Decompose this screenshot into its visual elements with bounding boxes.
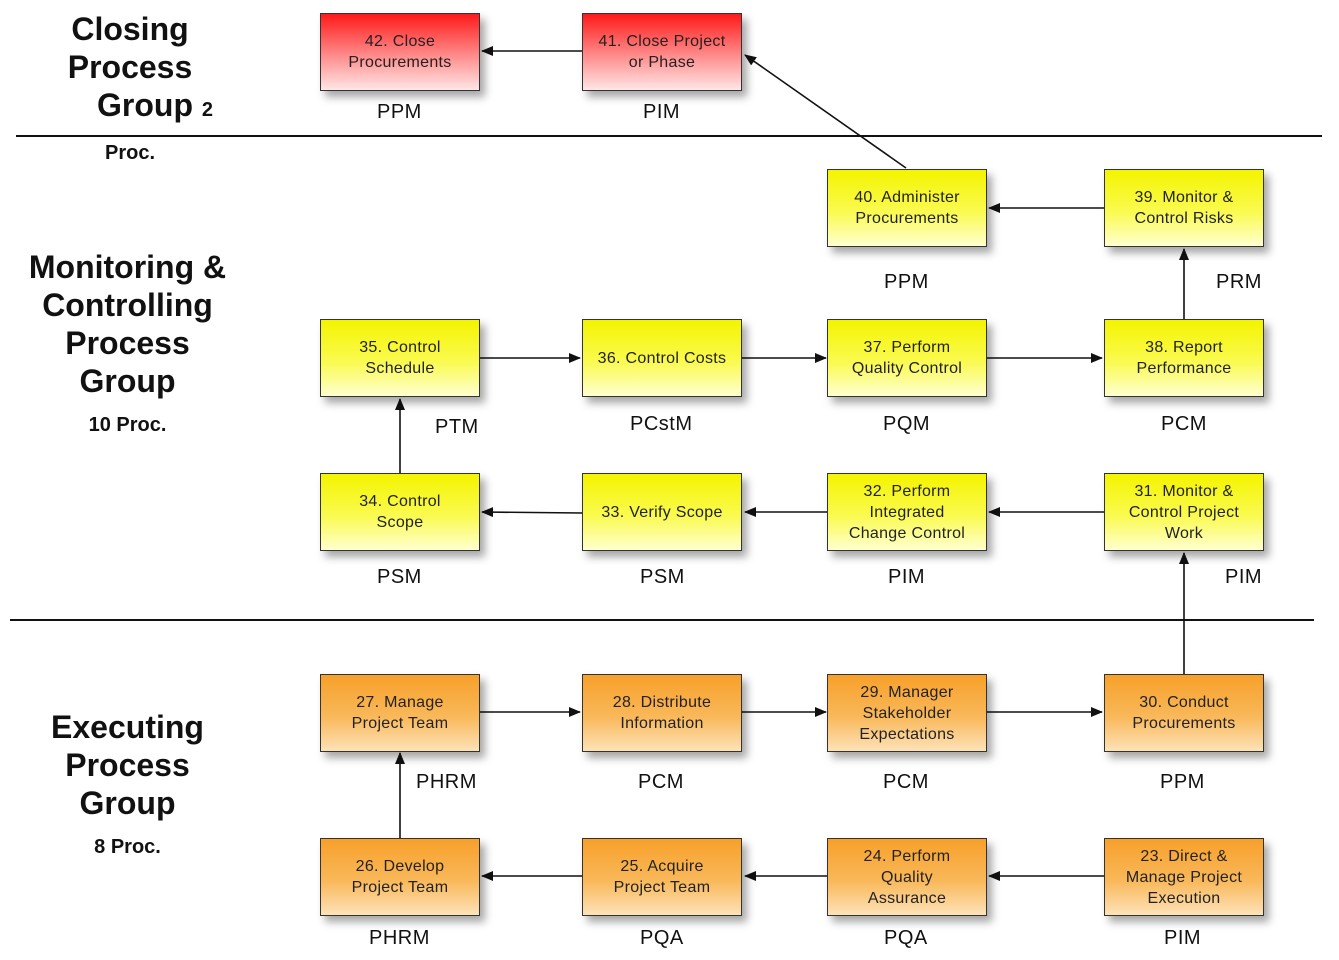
process-29-area: PCM: [883, 771, 929, 793]
process-39-box: 39. Monitor & Control Risks: [1104, 169, 1264, 247]
process-37-label: 37. Perform Quality Control: [851, 339, 963, 377]
process-41-label: 41. Close Project or Phase: [598, 33, 726, 71]
process-37-box: 37. Perform Quality Control: [827, 319, 987, 397]
closing-group-title: Closing Process Group 2 Proc.: [40, 10, 220, 172]
process-35-box: 35. Control Schedule: [320, 319, 480, 397]
process-31-area: PIM: [1225, 566, 1263, 588]
closing-title-line-3: Group: [97, 87, 193, 123]
closing-title-line-1: Closing: [71, 11, 189, 47]
process-34-label: 34. Control Scope: [359, 493, 441, 531]
process-25-label: 25. Acquire Project Team: [613, 858, 711, 896]
process-26-box: 26. Develop Project Team: [320, 838, 480, 916]
process-33-label: 33. Verify Scope: [601, 503, 723, 521]
process-39-area: PRM: [1216, 271, 1262, 293]
monitoring-process-count: 10 Proc.: [88, 414, 167, 436]
process-35-area: PTM: [435, 416, 479, 438]
process-35-label: 35. Control Schedule: [359, 339, 441, 377]
process-26-label: 26. Develop Project Team: [351, 858, 449, 896]
process-39-label: 39. Monitor & Control Risks: [1134, 189, 1234, 227]
process-42-label: 42. Close Procurements: [348, 33, 452, 71]
process-25-area: PQA: [640, 927, 684, 949]
process-30-label: 30. Conduct Procurements: [1132, 694, 1236, 732]
process-40-label: 40. Administer Procurements: [854, 189, 960, 227]
divider-closing-monitoring: [16, 135, 1322, 137]
process-38-label: 38. Report Performance: [1136, 339, 1232, 377]
monitoring-title-line-1: Monitoring &: [28, 249, 227, 285]
process-42-area: PPM: [377, 101, 422, 123]
executing-title-line-3: Group: [79, 785, 176, 821]
monitoring-title-line-2: Controlling: [42, 287, 213, 323]
process-32-area: PIM: [888, 566, 926, 588]
process-38-area: PCM: [1161, 413, 1207, 435]
executing-group-title: Executing Process Group 8 Proc.: [30, 708, 225, 866]
process-38-box: 38. Report Performance: [1104, 319, 1264, 397]
arrow-40-to-41: [744, 54, 907, 169]
process-31-box: 31. Monitor & Control Project Work: [1104, 473, 1264, 551]
closing-process-count: 2 Proc.: [104, 99, 213, 164]
process-29-label: 29. Manager Stakeholder Expectations: [859, 683, 955, 743]
process-29-box: 29. Manager Stakeholder Expectations: [827, 674, 987, 752]
executing-title-line-1: Executing: [51, 709, 204, 745]
closing-title-line-2: Process: [67, 49, 193, 85]
process-40-area: PPM: [884, 271, 929, 293]
process-28-box: 28. Distribute Information: [582, 674, 742, 752]
monitoring-title-line-4: Group: [79, 363, 176, 399]
process-31-label: 31. Monitor & Control Project Work: [1128, 482, 1240, 542]
process-25-box: 25. Acquire Project Team: [582, 838, 742, 916]
process-28-area: PCM: [638, 771, 684, 793]
process-27-area: PHRM: [416, 771, 477, 793]
process-36-box: 36. Control Costs: [582, 319, 742, 397]
executing-process-count: 8 Proc.: [94, 836, 161, 858]
process-30-box: 30. Conduct Procurements: [1104, 674, 1264, 752]
process-36-area: PCstM: [630, 413, 693, 435]
process-37-area: PQM: [883, 413, 931, 435]
process-24-area: PQA: [884, 927, 928, 949]
process-34-area: PSM: [377, 566, 422, 588]
process-41-box: 41. Close Project or Phase: [582, 13, 742, 91]
process-42-box: 42. Close Procurements: [320, 13, 480, 91]
process-32-box: 32. Perform Integrated Change Control: [827, 473, 987, 551]
process-33-box: 33. Verify Scope: [582, 473, 742, 551]
arrow-33-to-34: [481, 507, 583, 518]
process-40-box: 40. Administer Procurements: [827, 169, 987, 247]
process-23-box: 23. Direct & Manage Project Execution: [1104, 838, 1264, 916]
process-24-label: 24. Perform Quality Assurance: [863, 847, 951, 907]
process-24-box: 24. Perform Quality Assurance: [827, 838, 987, 916]
process-28-label: 28. Distribute Information: [612, 694, 712, 732]
process-30-area: PPM: [1160, 771, 1205, 793]
divider-monitoring-executing: [10, 619, 1314, 621]
process-23-area: PIM: [1164, 927, 1202, 949]
process-41-area: PIM: [643, 101, 681, 123]
executing-title-line-2: Process: [65, 747, 190, 783]
process-23-label: 23. Direct & Manage Project Execution: [1125, 847, 1243, 907]
monitoring-title-line-3: Process: [65, 325, 190, 361]
process-27-box: 27. Manage Project Team: [320, 674, 480, 752]
process-33-area: PSM: [640, 566, 685, 588]
process-34-box: 34. Control Scope: [320, 473, 480, 551]
process-26-area: PHRM: [369, 927, 430, 949]
process-36-label: 36. Control Costs: [597, 349, 727, 367]
process-27-label: 27. Manage Project Team: [351, 694, 449, 732]
monitoring-group-title: Monitoring & Controlling Process Group 1…: [20, 248, 235, 444]
process-32-label: 32. Perform Integrated Change Control: [848, 482, 966, 542]
